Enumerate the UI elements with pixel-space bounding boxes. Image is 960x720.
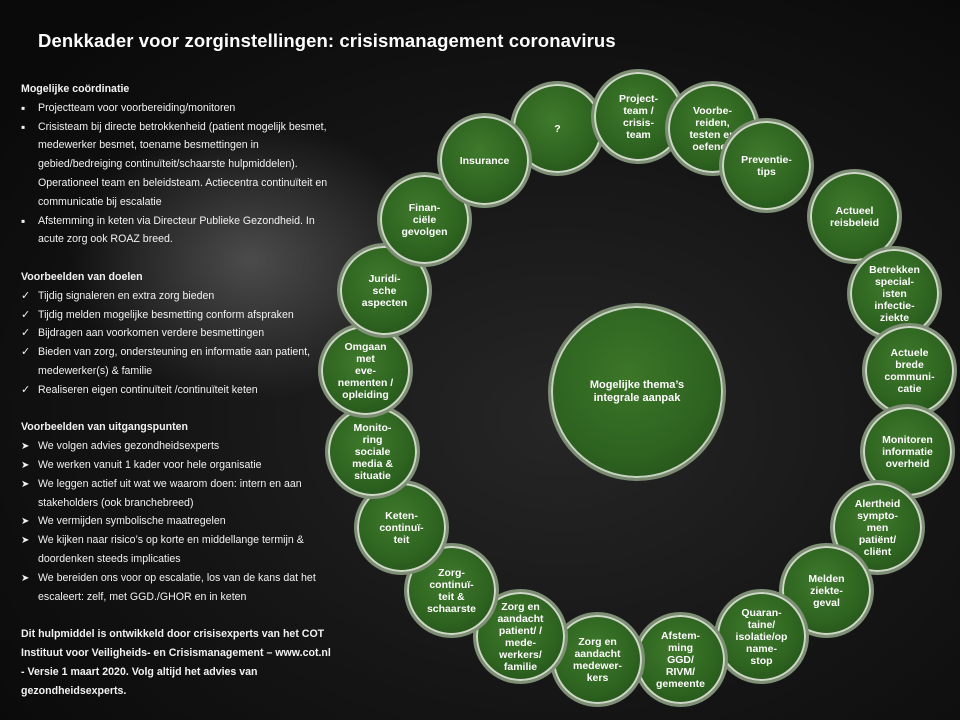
theme-node-afstemming: Afstem- ming GGD/ RIVM/ gemeente [636, 615, 725, 704]
arrow-bullet-icon [21, 456, 35, 476]
theme-node-zorg-medewerkers: Zorg en aandacht medewer- kers [553, 615, 642, 704]
theme-node-ketencontinuiteit: Keten- continuï- teit [357, 483, 446, 572]
footer-note: Dit hulpmiddel is ontwikkeld door crisis… [21, 628, 331, 697]
list-item: We leggen actief uit wat we waarom doen:… [21, 475, 337, 513]
list-item: We vermijden symbolische maatregelen [21, 512, 337, 531]
goals-section: Voorbeelden van doelen Tijdig signaleren… [21, 268, 337, 400]
list-item: Crisisteam bij directe betrokkenheid (pa… [21, 118, 337, 212]
square-bullet-icon [21, 212, 35, 232]
square-bullet-icon [21, 99, 35, 119]
checkmark-icon [21, 324, 35, 343]
list-item: We volgen advies gezondheidsexperts [21, 437, 337, 456]
list-item: Bieden van zorg, ondersteuning en inform… [21, 343, 337, 381]
theme-node-communicatie: Actuele brede communi- catie [865, 326, 954, 415]
principles-section: Voorbeelden van uitgangspunten We volgen… [21, 418, 337, 606]
theme-node-insurance: Insurance [440, 116, 529, 205]
center-circle: Mogelijke thema’s integrale aanpak [551, 306, 723, 478]
coordination-list: Projectteam voor voorbereiding/monitoren… [21, 99, 337, 249]
list-item: Afstemming in keten via Directeur Publie… [21, 212, 337, 250]
list-item: Tijdig melden mogelijke besmetting confo… [21, 306, 337, 325]
list-item: Bijdragen aan voorkomen verdere besmetti… [21, 324, 337, 343]
checkmark-icon [21, 287, 35, 306]
arrow-bullet-icon [21, 569, 35, 589]
checkmark-icon [21, 306, 35, 325]
list-item: We kijken naar risico’s op korte en midd… [21, 531, 337, 569]
list-item: Tijdig signaleren en extra zorg bieden [21, 287, 337, 306]
coordination-section: Mogelijke coördinatie Projectteam voor v… [21, 80, 337, 249]
theme-node-evenementen: Omgaan met eve- nementen / opleiding [321, 326, 410, 415]
theme-node-quarantaine: Quaran- taine/ isolatie/op name- stop [717, 592, 806, 681]
list-item: We werken vanuit 1 kader voor hele organ… [21, 456, 337, 475]
theme-node-projectteam: Project- team / crisis- team [594, 72, 683, 161]
principles-heading: Voorbeelden van uitgangspunten [21, 421, 188, 434]
theme-node-reisbeleid: Actueel reisbeleid [810, 172, 899, 261]
goals-list: Tijdig signaleren en extra zorg bieden T… [21, 287, 337, 400]
goals-heading: Voorbeelden van doelen [21, 270, 143, 283]
theme-node-preventietips: Preventie- tips [722, 121, 811, 210]
square-bullet-icon [21, 118, 35, 138]
left-text-column: Mogelijke coördinatie Projectteam voor v… [21, 80, 337, 700]
arrow-bullet-icon [21, 437, 35, 457]
principles-list: We volgen advies gezondheidsexperts We w… [21, 437, 337, 606]
theme-node-zorgcontinuiteit: Zorg- continuï- teit & schaarste [407, 546, 496, 635]
theme-node-monitoring-media: Monito- ring sociale media & situatie [328, 407, 417, 496]
arrow-bullet-icon [21, 531, 35, 551]
checkmark-icon [21, 343, 35, 362]
checkmark-icon [21, 381, 35, 400]
theme-node-specialisten: Betrekken special- isten infectie- ziekt… [850, 249, 939, 338]
list-item: Projectteam voor voorbereiding/monitoren [21, 99, 337, 118]
theme-node-monitoren-overheid: Monitoren informatie overheid [863, 407, 952, 496]
list-item: Realiseren eigen continuïteit /continuït… [21, 381, 337, 400]
page-title: Denkkader voor zorginstellingen: crisism… [38, 30, 616, 51]
list-item: We bereiden ons voor op escalatie, los v… [21, 569, 337, 607]
coordination-heading: Mogelijke coördinatie [21, 83, 130, 95]
arrow-bullet-icon [21, 475, 35, 495]
arrow-bullet-icon [21, 512, 35, 532]
